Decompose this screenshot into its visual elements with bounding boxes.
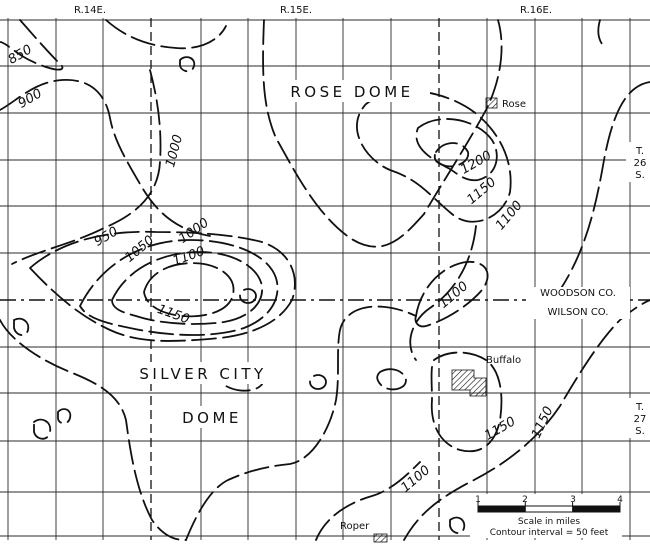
contour-label-1050: 1050 xyxy=(122,233,157,266)
contour-label-1000-north: 1000 xyxy=(163,133,186,169)
scale-tick-3: 3 xyxy=(570,495,576,505)
contour-label-950: 950 xyxy=(92,224,121,249)
contour-label-1150-buffalo: 1150 xyxy=(482,414,518,444)
contour-label-1150-east: 1150 xyxy=(529,404,557,440)
rose-dome-label: ROSE DOME xyxy=(290,83,413,101)
township-26-s: S. xyxy=(635,170,645,181)
contour-label-1200: 1200 xyxy=(458,148,494,178)
contour-label-850: 850 xyxy=(6,42,35,67)
scale-tick-4: 4 xyxy=(617,495,623,505)
county-label-wilson: WILSON CO. xyxy=(548,307,609,318)
scale-tick-2: 2 xyxy=(522,495,528,505)
contour-label-1100-south: 1100 xyxy=(398,463,433,496)
township-26-t: T. xyxy=(635,146,644,157)
dome-label: DOME xyxy=(182,409,242,427)
buffalo-town-symbol xyxy=(451,369,487,397)
scale-caption: Scale in miles xyxy=(518,517,580,527)
county-label-woodson: WOODSON CO. xyxy=(540,288,616,299)
contour-interval-note: Contour interval = 50 feet xyxy=(490,528,609,538)
scale-tick-1: 1 xyxy=(475,495,481,505)
rose-town-symbol xyxy=(485,97,498,109)
town-label-roper: Roper xyxy=(340,521,370,532)
silver-city-label: SILVER CITY xyxy=(139,365,266,383)
roper-town-symbol xyxy=(373,533,388,543)
contour-label-900: 900 xyxy=(16,86,45,111)
range-label-14e: R.14E. xyxy=(74,5,106,16)
scale-bar: 1 2 3 4 Scale in miles Contour interval … xyxy=(470,494,623,538)
township-27-num: 27 xyxy=(634,414,647,425)
contour-label-1100-silver: 1100 xyxy=(171,244,207,269)
structure-contours xyxy=(0,19,650,541)
township-27-t: T. xyxy=(635,402,644,413)
township-27-s: S. xyxy=(635,426,645,437)
township-26-num: 26 xyxy=(634,158,647,169)
contour-label-1000-center: 1000 xyxy=(176,215,212,246)
range-label-16e: R.16E. xyxy=(520,5,552,16)
town-label-buffalo: Buffalo xyxy=(486,355,521,366)
contour-label-1100-rose: 1100 xyxy=(493,198,526,233)
town-label-rose: Rose xyxy=(502,99,526,110)
range-label-15e: R.15E. xyxy=(280,5,312,16)
